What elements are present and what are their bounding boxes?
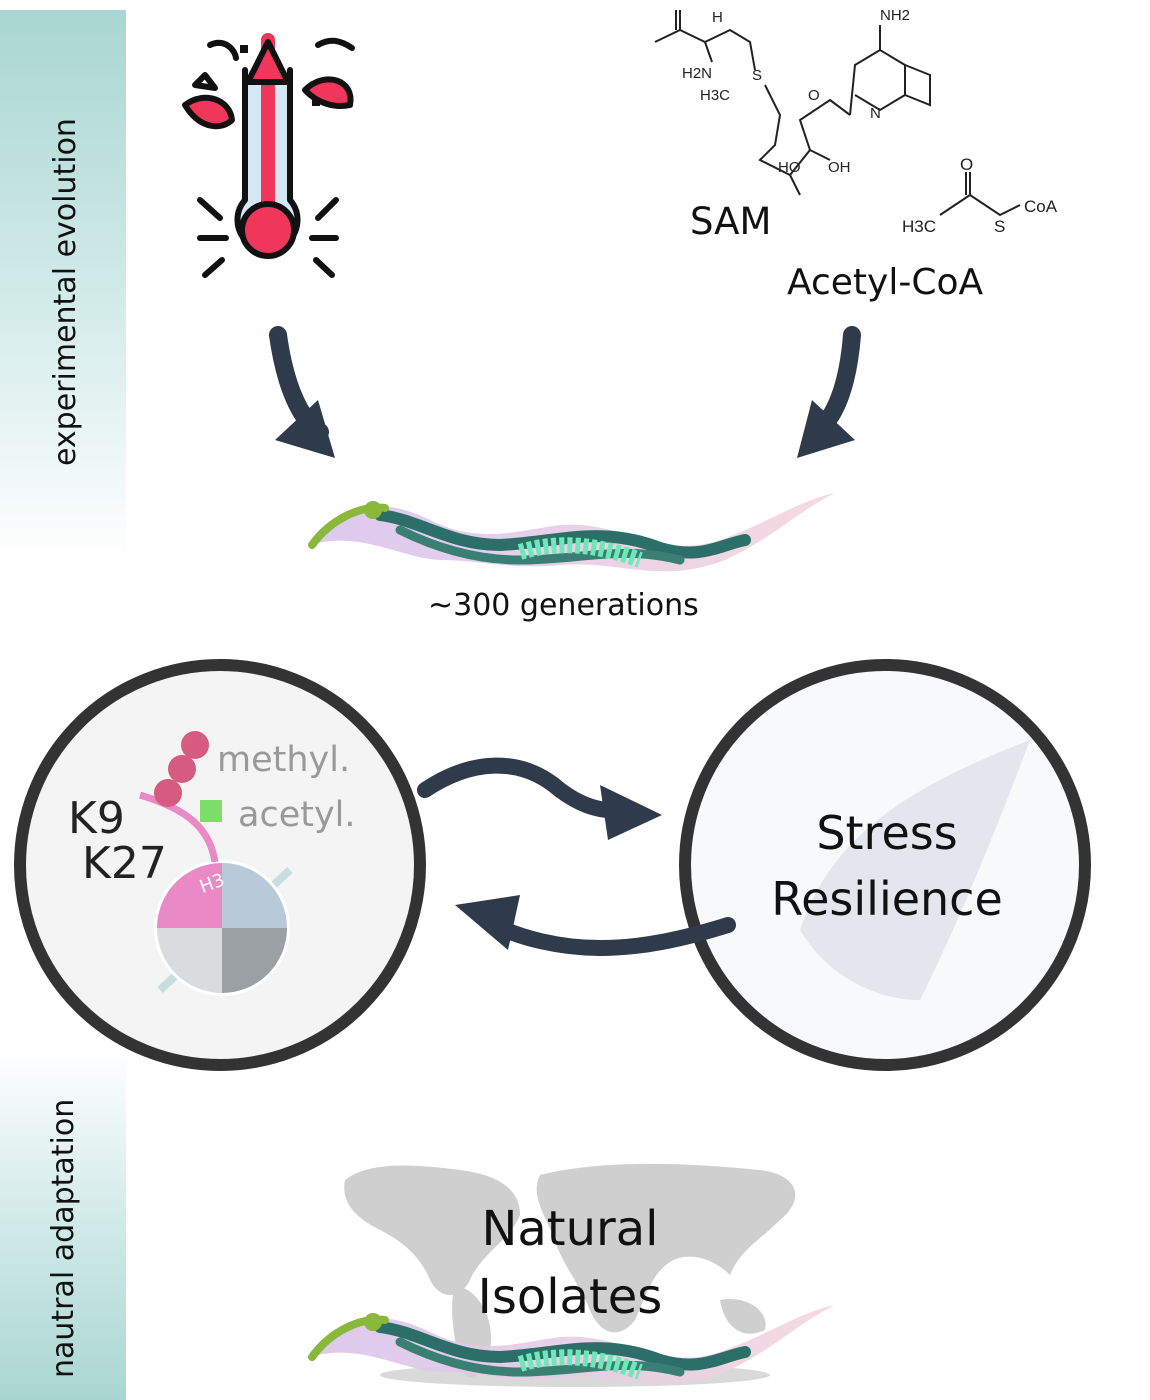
sam-structure	[654, 10, 931, 196]
k9-label: K9	[68, 793, 125, 844]
worm-natural-isolate	[310, 1305, 835, 1387]
sam-label: SAM	[690, 200, 772, 243]
sam-o: O	[808, 87, 820, 104]
histone-circle	[14, 659, 426, 1071]
stress-line: Stress	[816, 806, 958, 860]
acetyl-coa-structure	[939, 172, 1021, 217]
worm-illustration	[310, 493, 835, 571]
arrow-to-stress	[417, 757, 662, 840]
sam-ho: HO	[778, 159, 801, 176]
k27-label: K27	[82, 838, 167, 889]
generations-label: ~300 generations	[428, 588, 699, 623]
natural-line: Natural	[481, 1201, 659, 1257]
acetyl-label: acetyl.	[238, 795, 356, 835]
natural-isolates-label: Natural Isolates	[400, 1195, 740, 1331]
stress-resilience-label: Stress Resilience	[722, 800, 1052, 932]
arrow-to-histone	[455, 895, 736, 957]
world-map	[344, 1163, 796, 1378]
thermometer-icon	[182, 33, 355, 278]
sam-h2n: H2N	[682, 65, 712, 82]
methyl-label: methyl.	[217, 740, 351, 780]
sam-s: S	[752, 67, 762, 84]
isolates-line: Isolates	[477, 1269, 663, 1325]
arrow-right-down	[797, 326, 861, 458]
sam-nh2-top: NH2	[880, 7, 910, 24]
natural-adaptation-band	[0, 1050, 126, 1400]
arrow-left-down	[269, 326, 335, 458]
acoa-o: O	[960, 155, 973, 174]
acoa-coa: CoA	[1024, 197, 1058, 216]
sam-oh: OH	[828, 159, 851, 176]
sam-n: N	[870, 105, 881, 122]
acoa-s: S	[994, 217, 1005, 236]
experimental-evolution-band	[0, 10, 126, 560]
acetyl-coa-label: Acetyl-CoA	[787, 262, 984, 303]
sam-h3c: H3C	[700, 87, 730, 104]
sam-h: H	[712, 9, 723, 26]
stress-circle	[679, 659, 1091, 1071]
resilience-line: Resilience	[771, 872, 1003, 926]
acoa-h3c: H3C	[902, 217, 936, 236]
